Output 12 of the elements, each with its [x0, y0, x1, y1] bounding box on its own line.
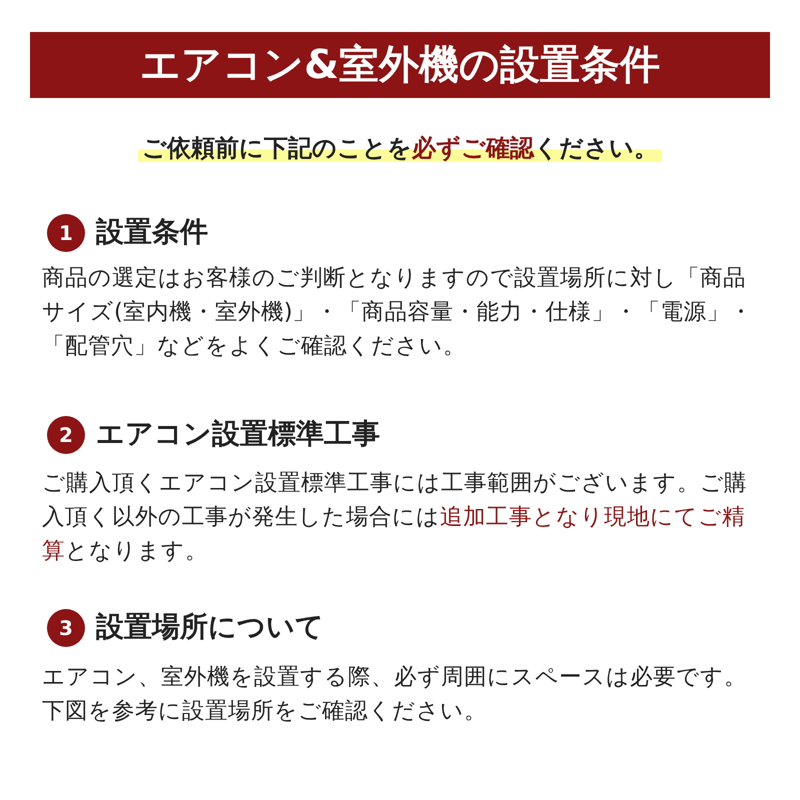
section-heading: 設置場所について: [96, 609, 324, 645]
paragraph: ご購入頂くエアコン設置標準工事には工事範囲がございます。ご購入頂く以外の工事が発生した場合には追加工事となり現地にてご精算となります。: [42, 469, 748, 566]
subtitle: ご依頼前に下記のことを必ずご確認ください。: [138, 134, 662, 162]
paragraph: 商品の選定はお客様のご判断となりますので設置場所に対し「商品サイズ(室内機・室外機)」・「商品容量・能力・仕様」・「電源」・「配管穴」などをよくご確認ください。: [42, 264, 754, 361]
section-heading: エアコン設置標準工事: [96, 416, 380, 452]
paragraph: 下図を参考に設置場所をご確認ください。: [42, 697, 488, 726]
number-circle: 3: [47, 609, 85, 647]
number-circle: 2: [47, 416, 85, 454]
paragraph: エアコン、室外機を設置する際、必ず周囲にスペースは必要です。: [42, 663, 748, 692]
title-banner: エアコン&室外機の設置条件: [30, 32, 770, 98]
section-heading: 設置条件: [96, 214, 208, 250]
number-circle: 1: [47, 214, 85, 252]
